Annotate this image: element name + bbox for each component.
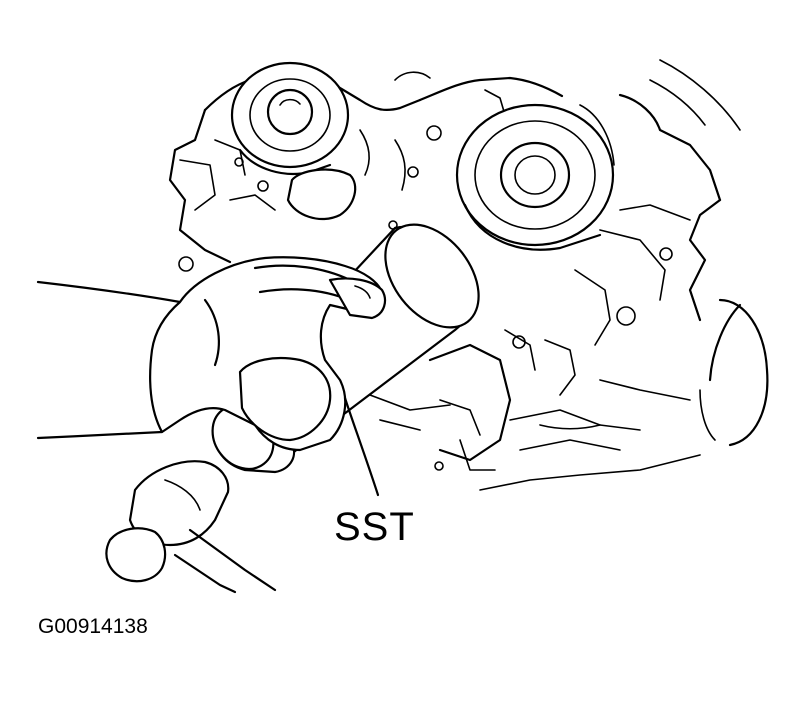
hammer bbox=[105, 460, 277, 594]
figure-id: G00914138 bbox=[38, 615, 148, 638]
engine-front-cover bbox=[168, 59, 769, 491]
right-idler-pulley bbox=[455, 103, 615, 251]
sst-leader-line bbox=[343, 396, 380, 497]
hand bbox=[149, 256, 387, 452]
left-idler-pulley bbox=[230, 61, 357, 220]
sst-callout-label: SST bbox=[334, 505, 415, 549]
arm-sleeve bbox=[36, 280, 182, 440]
